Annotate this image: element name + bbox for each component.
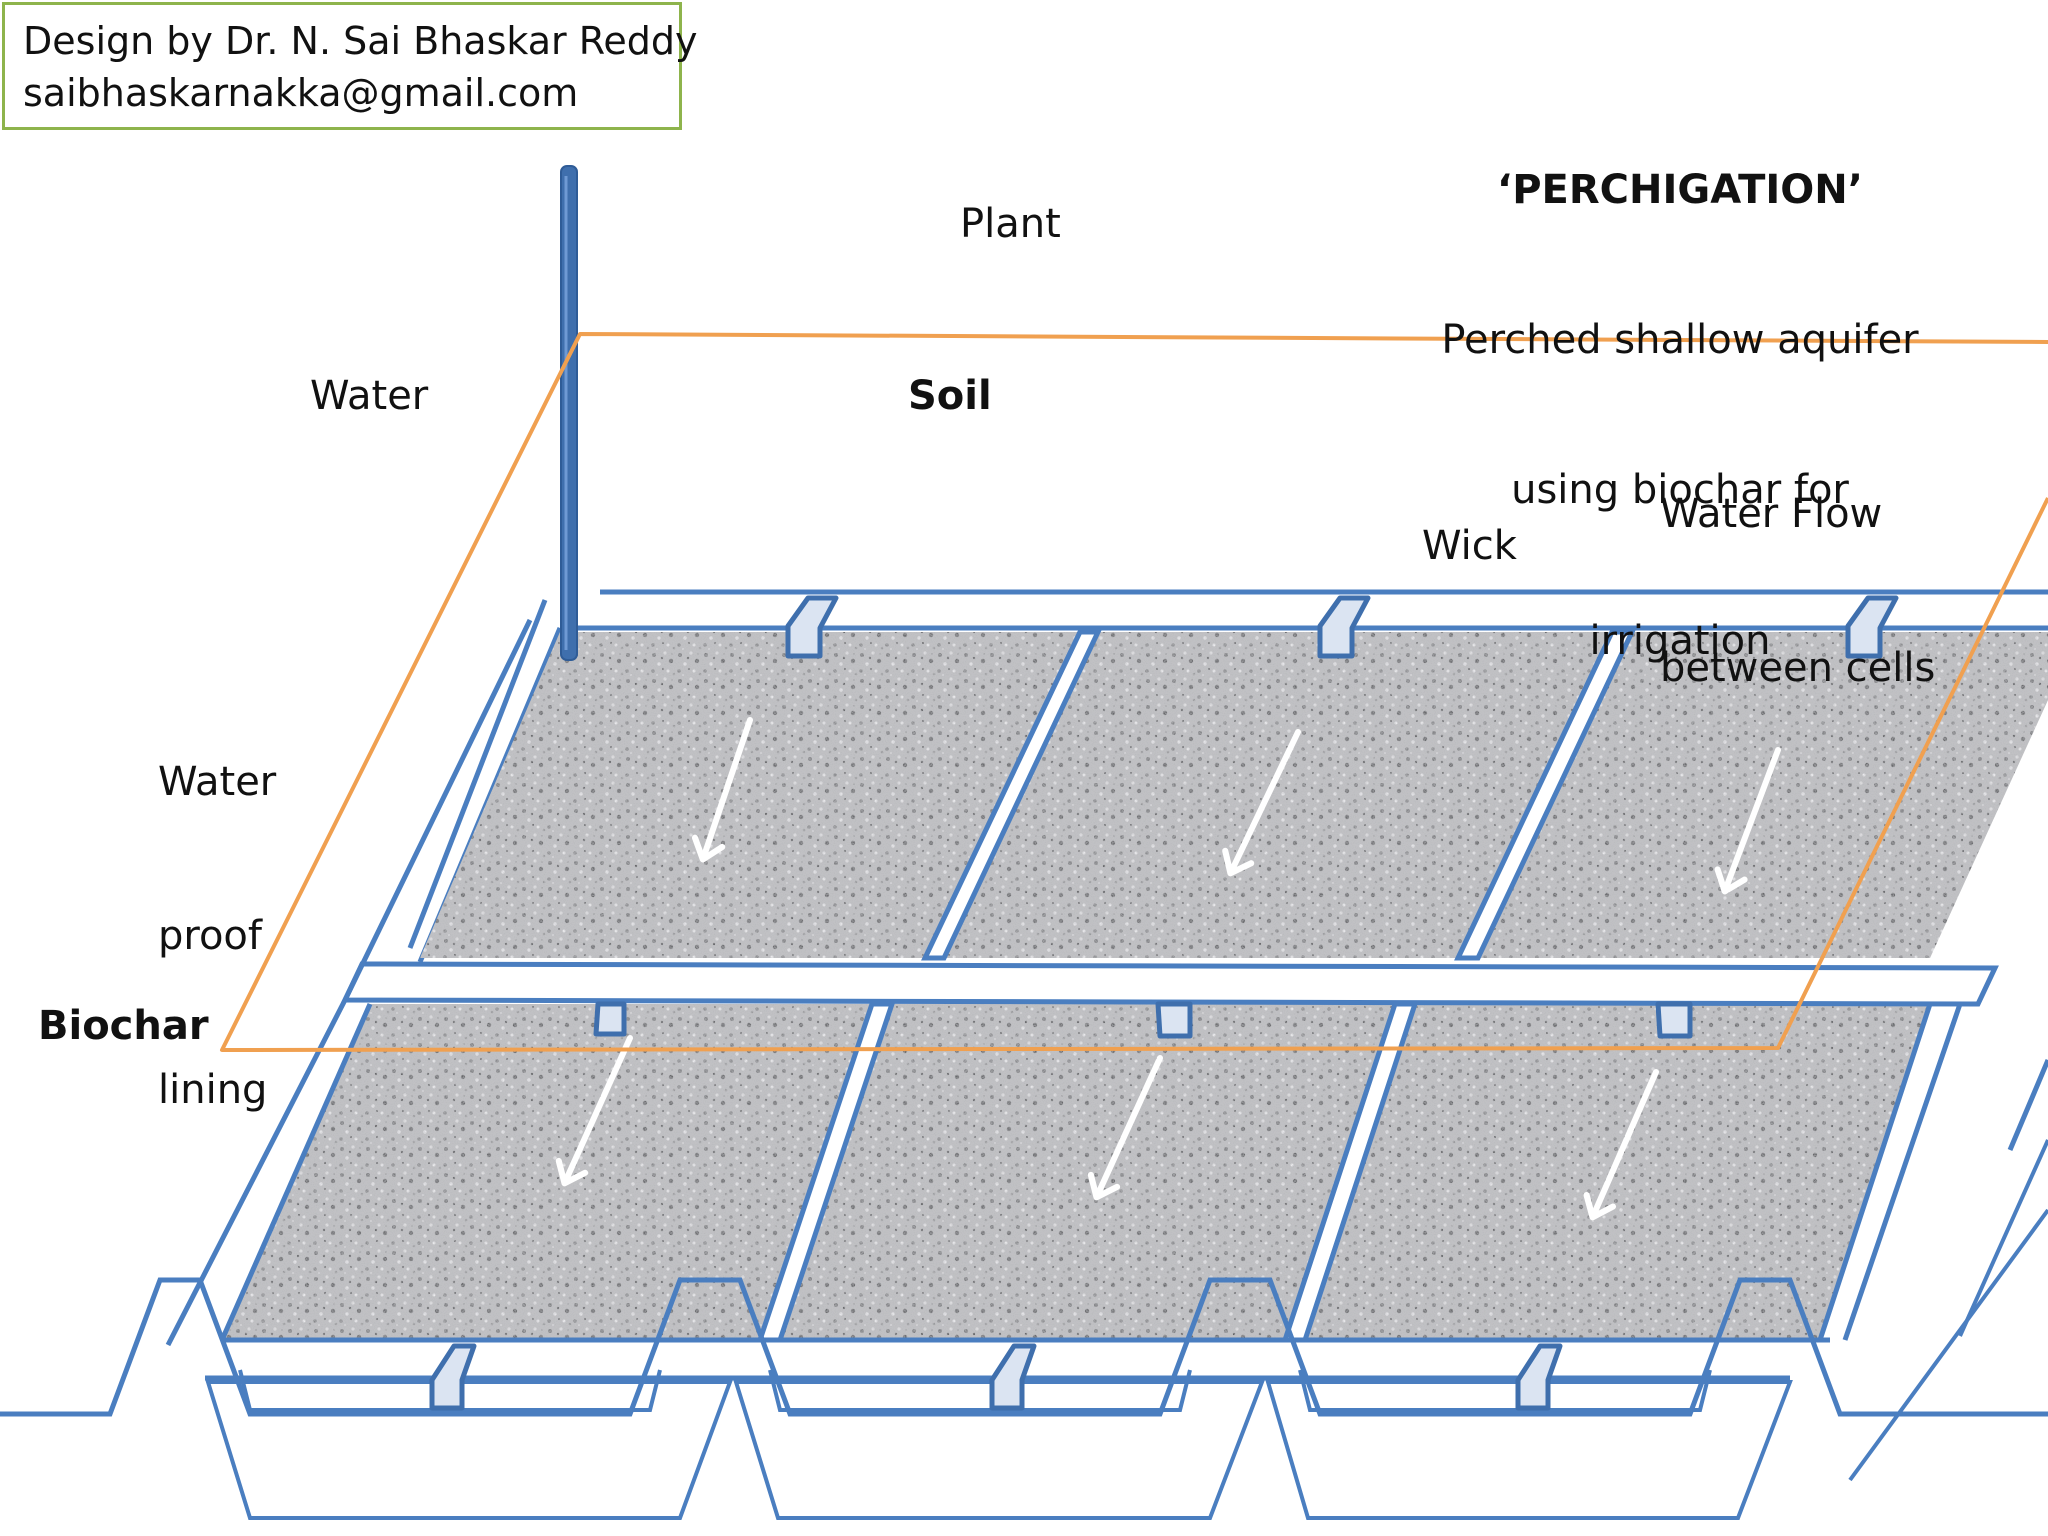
middle-cross-beam xyxy=(341,961,1999,1007)
flow-arrow-icon xyxy=(1087,1055,1163,1201)
title-line-3: irrigation xyxy=(1589,617,1771,664)
soil-plane xyxy=(220,332,2048,1052)
label-lining-line-2: proof xyxy=(158,912,262,959)
title-heading: ‘PERCHIGATION’ xyxy=(1497,166,1863,213)
title-line-2: using biochar for xyxy=(1511,467,1849,514)
wick-icon xyxy=(1845,595,1899,659)
flow-arrow-icon xyxy=(691,717,753,863)
label-wick: Wick xyxy=(1422,523,1517,569)
label-lining-line-3: lining xyxy=(158,1067,268,1114)
flow-arrow-icon xyxy=(1222,729,1301,877)
trench-pits xyxy=(205,1369,1793,1520)
label-water-flow: Water Flow between cells xyxy=(1660,392,1935,742)
label-lining: Water proof lining xyxy=(158,660,276,1164)
wick-icon xyxy=(593,1001,627,1037)
water-pipe xyxy=(560,165,578,661)
cell-dividers-back xyxy=(921,629,1636,961)
label-biochar: Biochar xyxy=(38,1003,209,1049)
label-soil: Soil xyxy=(908,373,992,419)
wicks xyxy=(429,595,1899,1411)
wick-icon xyxy=(1655,1001,1693,1039)
wick-icon xyxy=(989,1343,1037,1411)
credit-box: Design by Dr. N. Sai Bhaskar Reddy saibh… xyxy=(2,2,698,130)
right-edge-lines xyxy=(1848,1139,2048,1482)
ground-trench-profile xyxy=(0,1277,2048,1417)
credit-author: Design by Dr. N. Sai Bhaskar Reddy xyxy=(23,19,698,63)
label-water: Water xyxy=(310,373,429,419)
title-block: ‘PERCHIGATION’ Perched shallow aquifer u… xyxy=(1380,68,1980,714)
side-walls xyxy=(165,618,2048,1347)
wick-icon xyxy=(429,1343,477,1411)
label-water-flow-line-2: between cells xyxy=(1660,644,1936,691)
flow-arrow-icon xyxy=(1714,747,1781,895)
wick-icon xyxy=(785,595,839,659)
biochar-cells-front-row xyxy=(222,1004,1930,1340)
water-flow-arrows xyxy=(555,717,1781,1221)
wick-icon xyxy=(1317,595,1371,659)
wick-icon xyxy=(1515,1343,1563,1411)
label-water-flow-line-1: Water Flow xyxy=(1660,490,1883,537)
label-lining-line-1: Water xyxy=(158,758,277,805)
wick-icon xyxy=(1155,1001,1193,1039)
credit-email: saibhaskarnakka@gmail.com xyxy=(23,71,579,116)
title-line-1: Perched shallow aquifer xyxy=(1441,316,1919,363)
flow-arrow-icon xyxy=(555,1035,633,1187)
flow-arrow-icon xyxy=(1583,1069,1659,1221)
label-plant: Plant xyxy=(960,201,1061,247)
